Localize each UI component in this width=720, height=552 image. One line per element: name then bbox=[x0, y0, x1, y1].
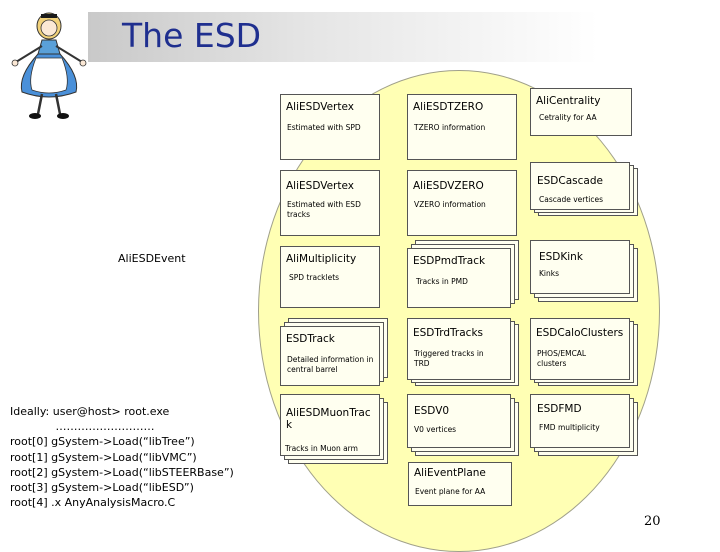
box-desc: VZERO information bbox=[414, 200, 486, 209]
box-title: ESDCaloClusters bbox=[536, 327, 624, 339]
stack-trd: ESDTrdTracks Triggered tracks in TRD bbox=[407, 318, 529, 386]
stack-pmd: ESDPmdTrack Tracks in PMD bbox=[407, 240, 529, 308]
page-number: 20 bbox=[644, 514, 661, 529]
code-line: ……………………… bbox=[10, 420, 155, 434]
box-title: ESDTrack bbox=[286, 333, 335, 345]
stack-fmd: ESDFMD FMD multiplicity bbox=[530, 394, 642, 458]
box-desc: Estimated with ESD tracks bbox=[287, 200, 361, 219]
stack-track: ESDTrack Detailed information in central… bbox=[280, 318, 392, 386]
code-line: root[4] .x AnyAnalysisMacro.C bbox=[10, 496, 176, 510]
box-title: ESDPmdTrack bbox=[413, 255, 486, 267]
code-line: root[3] gSystem->Load(“libESD”) bbox=[10, 481, 194, 495]
alice-illustration bbox=[11, 12, 87, 119]
box-desc: SPD tracklets bbox=[289, 273, 340, 282]
box-title: ESDV0 bbox=[414, 405, 450, 417]
code-block: Ideally: user@host> root.exe ……………………… r… bbox=[10, 404, 234, 510]
box-vertex-spd: AliESDVertex Estimated with SPD bbox=[280, 94, 380, 160]
box-title: ESDFMD bbox=[537, 403, 582, 415]
box-v0: ESDV0 V0 vertices bbox=[407, 394, 511, 448]
box-multiplicity: AliMultiplicity SPD tracklets bbox=[280, 246, 380, 308]
stack-kink: ESDKink Kinks bbox=[530, 240, 642, 304]
esd-event-label: AliESDEvent bbox=[118, 252, 186, 265]
box-title: ESDKink bbox=[539, 251, 583, 263]
box-vertex-tracks: AliESDVertex Estimated with ESD tracks bbox=[280, 170, 380, 236]
box-eventplane: AliEventPlane Event plane for AA bbox=[408, 462, 512, 506]
code-line: root[2] gSystem->Load(“libSTEERBase”) bbox=[10, 465, 234, 479]
box-desc: TZERO information bbox=[414, 123, 486, 132]
stack-cascade: ESDCascade Cascade vertices bbox=[530, 162, 642, 224]
box-desc: Kinks bbox=[539, 269, 560, 278]
box-track: ESDTrack Detailed information in central… bbox=[280, 326, 380, 386]
muon-desc: Tracks in Muon arm bbox=[285, 444, 358, 453]
box-title: AliESDVertex bbox=[286, 101, 354, 113]
box-title: AliCentrality bbox=[536, 95, 601, 107]
box-desc: Detailed information in central barrel bbox=[287, 355, 374, 374]
box-desc: Cetrality for AA bbox=[539, 113, 597, 122]
box-title: AliESDMuonTrack bbox=[286, 407, 371, 431]
box-cascade: ESDCascade Cascade vertices bbox=[530, 162, 630, 210]
box-desc: Triggered tracks in TRD bbox=[414, 349, 484, 368]
box-title: ESDCascade bbox=[537, 175, 603, 187]
box-desc: Cascade vertices bbox=[539, 195, 604, 204]
box-title: AliEventPlane bbox=[414, 467, 486, 479]
box-centrality: AliCentrality Cetrality for AA bbox=[530, 88, 632, 136]
box-tzero: AliESDTZERO TZERO information bbox=[407, 94, 517, 160]
box-desc: Estimated with SPD bbox=[287, 123, 361, 132]
stack-calo: ESDCaloClusters PHOS/EMCAL clusters bbox=[530, 318, 642, 386]
box-title: AliMultiplicity bbox=[286, 253, 357, 265]
code-line: root[0] gSystem->Load(“libTree”) bbox=[10, 435, 195, 449]
box-pmd: ESDPmdTrack Tracks in PMD bbox=[407, 248, 511, 308]
box-title: AliESDVZERO bbox=[413, 180, 484, 192]
box-fmd: ESDFMD FMD multiplicity bbox=[530, 394, 630, 448]
box-kink: ESDKink Kinks bbox=[530, 240, 630, 294]
stack-v0: ESDV0 V0 vertices bbox=[407, 394, 529, 458]
box-desc: PHOS/EMCAL clusters bbox=[537, 349, 587, 368]
code-line: Ideally: user@host> root.exe bbox=[10, 405, 170, 418]
box-title: AliESDTZERO bbox=[413, 101, 484, 113]
box-vzero: AliESDVZERO VZERO information bbox=[407, 170, 517, 236]
box-title: ESDTrdTracks bbox=[413, 327, 483, 339]
box-desc: V0 vertices bbox=[414, 425, 457, 434]
box-desc: Event plane for AA bbox=[415, 487, 486, 496]
box-desc: Tracks in PMD bbox=[416, 277, 468, 286]
box-title: AliESDVertex bbox=[286, 180, 354, 192]
box-muon: AliESDMuonTrack bbox=[280, 394, 380, 456]
title-bar bbox=[88, 12, 688, 62]
box-calo: ESDCaloClusters PHOS/EMCAL clusters bbox=[530, 318, 630, 380]
stack-muon: AliESDMuonTrack bbox=[280, 394, 392, 466]
box-desc: FMD multiplicity bbox=[539, 423, 600, 432]
box-trd: ESDTrdTracks Triggered tracks in TRD bbox=[407, 318, 511, 380]
slide-title: The ESD bbox=[122, 16, 262, 55]
code-line: root[1] gSystem->Load(“libVMC”) bbox=[10, 450, 197, 464]
